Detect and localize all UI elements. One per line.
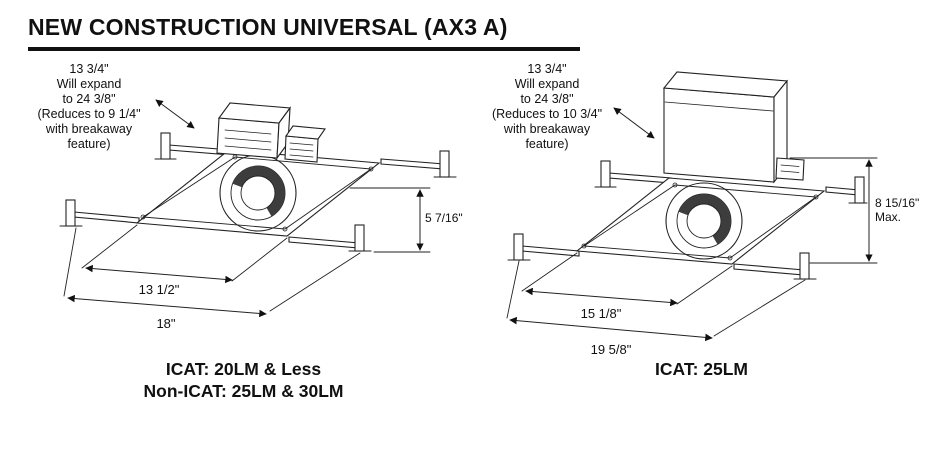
outer-width-dimension-arrow — [67, 294, 267, 318]
note-dimension-arrow — [155, 99, 195, 129]
mounting-bracket — [439, 150, 450, 178]
height-dimension-label: 5 7/16" — [425, 211, 463, 225]
height-dimension-label: 8 15/16" Max. — [875, 196, 920, 224]
driver-box — [284, 125, 326, 163]
housing-diagram-right — [506, 71, 878, 342]
inner-width-dimension-label: 15 1/8" — [580, 306, 622, 321]
inner-width-dimension-arrow — [525, 287, 678, 307]
outer-width-dimension-arrow — [509, 316, 713, 342]
junction-box — [216, 102, 292, 160]
page-title: NEW CONSTRUCTION UNIVERSAL (AX3 A) — [28, 14, 508, 40]
figure-icat-20lm: 13 3/4" Will expand to 24 3/8" (Reduces … — [16, 58, 471, 360]
mounting-bracket — [513, 233, 524, 261]
mounting-bracket — [600, 160, 611, 188]
inner-width-dimension-arrow — [85, 264, 233, 284]
expand-note: 13 3/4" Will expand to 24 3/8" (Reduces … — [491, 62, 603, 151]
note-dimension-arrow — [613, 107, 655, 139]
housing-diagram-left — [59, 99, 457, 318]
hanger-bars — [59, 132, 457, 252]
outer-width-dimension-label: 18" — [156, 316, 176, 331]
mounting-bracket — [799, 252, 810, 280]
tall-housing-box — [662, 71, 789, 184]
mounting-pan — [575, 177, 826, 265]
dimension-lines — [63, 99, 431, 318]
dimension-lines — [506, 107, 878, 342]
mounting-bracket — [65, 199, 76, 227]
trim-ring — [665, 182, 743, 260]
figure-caption-right: ICAT: 25LM — [654, 359, 748, 379]
mounting-bracket — [854, 176, 865, 204]
mounting-bracket — [160, 132, 171, 160]
trim-ring — [219, 154, 297, 232]
outer-width-dimension-label: 19 5/8" — [590, 342, 632, 357]
mounting-pan — [135, 149, 381, 237]
hanger-bars — [507, 160, 868, 280]
figure-caption-left: ICAT: 20LM & Less Non-ICAT: 25LM & 30LM — [143, 359, 344, 401]
inner-width-dimension-label: 13 1/2" — [138, 282, 180, 297]
mounting-bracket — [354, 224, 365, 252]
title-rule — [28, 47, 580, 51]
expand-note: 13 3/4" Will expand to 24 3/8" (Reduces … — [37, 62, 141, 151]
figure-icat-25lm: 13 3/4" Will expand to 24 3/8" (Reduces … — [474, 58, 929, 360]
driver-box — [775, 157, 805, 181]
